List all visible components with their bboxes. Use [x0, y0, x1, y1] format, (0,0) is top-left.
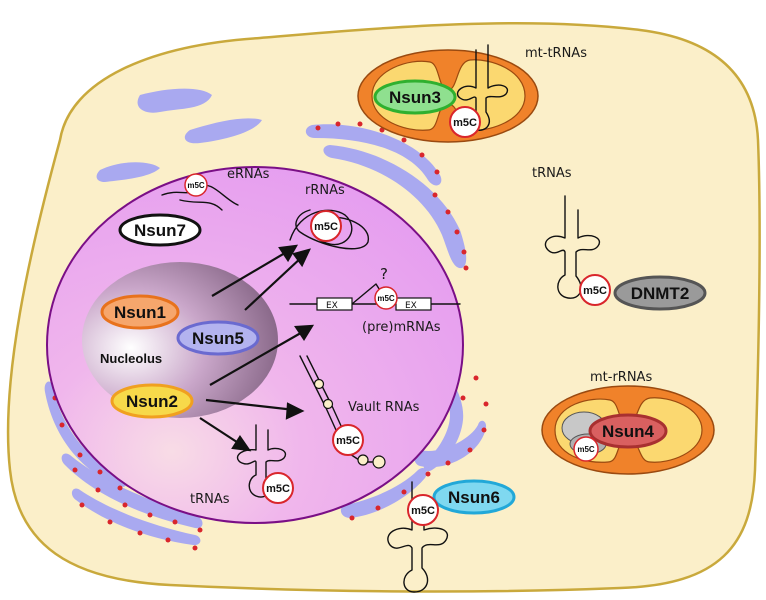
svg-text:m5C: m5C	[266, 483, 290, 495]
svg-text:m5C: m5C	[336, 435, 360, 447]
label-pre-mrnas: (pre)mRNAs	[362, 320, 441, 335]
svg-text:m5C: m5C	[314, 221, 338, 233]
question-mark: ?	[380, 265, 388, 283]
nsun4: Nsun4	[588, 413, 668, 449]
m5c-erna: m5C	[184, 173, 208, 197]
trna-nsun6	[387, 481, 449, 593]
nsun1-label: Nsun1	[114, 303, 166, 322]
label-mt-trnas: mt-tRNAs	[525, 46, 587, 61]
nsun5-label: Nsun5	[192, 329, 244, 348]
nsun6-label: Nsun6	[448, 488, 500, 507]
label-rrnas: rRNAs	[305, 183, 345, 198]
m5c-mt-trna: m5C	[449, 106, 481, 138]
label-mt-rrnas: mt-rRNAs	[590, 370, 652, 385]
arrows	[199, 244, 315, 452]
svg-text:m5C: m5C	[583, 285, 607, 297]
nsun2-label: Nsun2	[126, 392, 178, 411]
svg-text:m5C: m5C	[453, 117, 477, 129]
exon-label-2: EX	[405, 301, 417, 311]
nsun3: Nsun3	[373, 79, 457, 115]
label-ernas: eRNAs	[227, 167, 270, 182]
m5c-rrna: m5C	[310, 210, 342, 242]
nsun1: Nsun1	[100, 294, 180, 330]
m5c-trna-nuclear: m5C	[262, 472, 294, 504]
exon-box-1	[316, 297, 353, 311]
svg-text:m5C: m5C	[377, 294, 395, 303]
nsun4-label: Nsun4	[602, 422, 655, 441]
svg-text:m5C: m5C	[411, 505, 435, 517]
m5c-trna-cytoplasm: m5C	[579, 274, 611, 306]
svg-text:m5C: m5C	[187, 181, 205, 190]
nsun6: Nsun6	[432, 479, 516, 515]
m5c-vault-rna: m5C	[332, 424, 364, 456]
label-trnas-cytoplasm: tRNAs	[532, 166, 572, 181]
label-trnas-nuclear: tRNAs	[190, 492, 230, 507]
nsun5: Nsun5	[176, 320, 260, 356]
svg-text:m5C: m5C	[577, 445, 595, 454]
ribosomes	[52, 121, 489, 551]
m5c-mt-rrna: m5C	[573, 436, 599, 462]
dnmt2-label: DNMT2	[631, 284, 690, 303]
exon-label-1: EX	[326, 301, 338, 311]
nsun7: Nsun7	[118, 213, 202, 247]
nucleolus-label: Nucleolus	[100, 351, 162, 366]
dnmt2: DNMT2	[613, 275, 707, 311]
trna-cytoplasm	[544, 195, 601, 299]
label-vault-rnas: Vault RNAs	[348, 400, 420, 415]
trna-nuclear	[236, 424, 287, 498]
nsun2: Nsun2	[110, 383, 194, 419]
m5c-pre-mrna: m5C	[374, 286, 398, 310]
m5c-trna-nsun6: m5C	[407, 494, 439, 526]
nsun7-label: Nsun7	[134, 221, 186, 240]
nsun3-label: Nsun3	[389, 88, 441, 107]
